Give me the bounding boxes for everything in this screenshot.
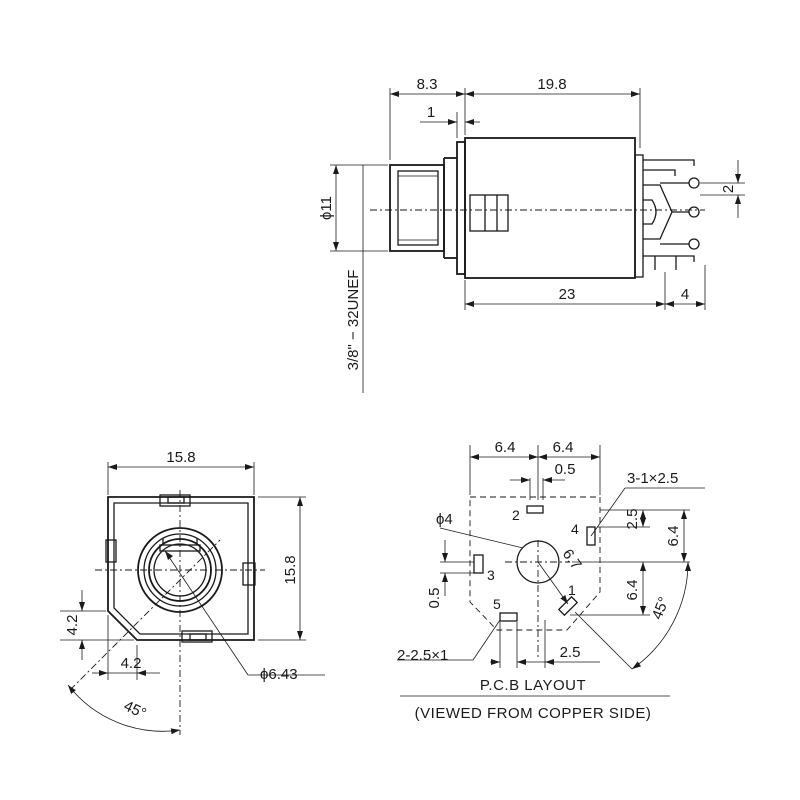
jack-body <box>464 137 636 279</box>
front-housing <box>107 496 255 641</box>
dim-phi6-43: ϕ6.43 <box>260 666 298 683</box>
dim-6-4-left: 6.4 <box>495 439 516 456</box>
mounting-flange <box>456 141 466 275</box>
dim-1: 1 <box>427 104 435 121</box>
pcb-layout: 2 4 3 5 1 6.4 6.4 0.5 3-1×2.5 <box>397 439 705 722</box>
dim-0-5-top: 0.5 <box>555 461 576 478</box>
dim-6-7: 6.7 <box>559 546 585 573</box>
dim-phi4: ϕ4 <box>436 511 453 528</box>
dim-4-2-vertical: 4.2 <box>64 615 81 636</box>
latch-tab <box>469 194 509 232</box>
angle-45: 45° <box>121 697 149 722</box>
pin-label-4: 4 <box>571 521 579 537</box>
pcb-title: P.C.B LAYOUT <box>480 677 586 694</box>
threaded-bushing <box>389 157 457 259</box>
dim-23: 23 <box>559 286 576 303</box>
dim-0-5-left: 0.5 <box>426 588 443 609</box>
dim-4: 4 <box>681 286 689 303</box>
dim-6-4-right: 6.4 <box>553 439 574 456</box>
pin-label-3: 3 <box>487 567 495 583</box>
dim-6-4-upper-right: 6.4 <box>665 526 682 547</box>
pin-label-1: 1 <box>568 582 576 598</box>
top-notch <box>159 494 191 507</box>
side-view: 8.3 19.8 1 ϕ11 3/8" − 32UNEF 23 4 2 <box>318 76 745 393</box>
pin-1-slot <box>557 595 579 617</box>
pin-4-slot <box>586 526 596 546</box>
pin-2-slot <box>526 505 544 514</box>
slot-callout-2: 2-2.5×1 <box>397 647 448 664</box>
left-notch <box>105 539 117 563</box>
pcb-angle-45: 45° <box>649 595 673 622</box>
dim-2-5-bottom: 2.5 <box>560 644 581 661</box>
pcb-outline <box>469 496 601 631</box>
dim-phi11: ϕ11 <box>318 196 335 220</box>
thread-callout: 3/8" − 32UNEF <box>345 270 362 371</box>
right-notch <box>242 562 256 586</box>
dim-width-15-8: 15.8 <box>166 449 195 466</box>
dim-2-5-right: 2.5 <box>624 509 641 530</box>
rear-terminals <box>634 154 700 278</box>
dim-8-3: 8.3 <box>417 76 438 93</box>
dim-6-4-lower-right: 6.4 <box>624 580 641 601</box>
slot-callout-3: 3-1×2.5 <box>627 470 678 487</box>
front-view: 15.8 15.8 4.2 4.2 ϕ6.43 45° <box>60 449 325 735</box>
pin-label-2: 2 <box>512 507 520 523</box>
pcb-subtitle: (VIEWED FROM COPPER SIDE) <box>415 705 652 722</box>
pin-3-slot <box>473 554 484 574</box>
pin-5-slot <box>499 612 518 622</box>
dim-2: 2 <box>720 185 737 193</box>
dim-height-15-8: 15.8 <box>282 555 299 584</box>
dim-19-8: 19.8 <box>537 76 566 93</box>
dim-4-2-horizontal: 4.2 <box>121 655 142 672</box>
pin-label-5: 5 <box>493 596 501 612</box>
bottom-notch <box>181 630 213 643</box>
